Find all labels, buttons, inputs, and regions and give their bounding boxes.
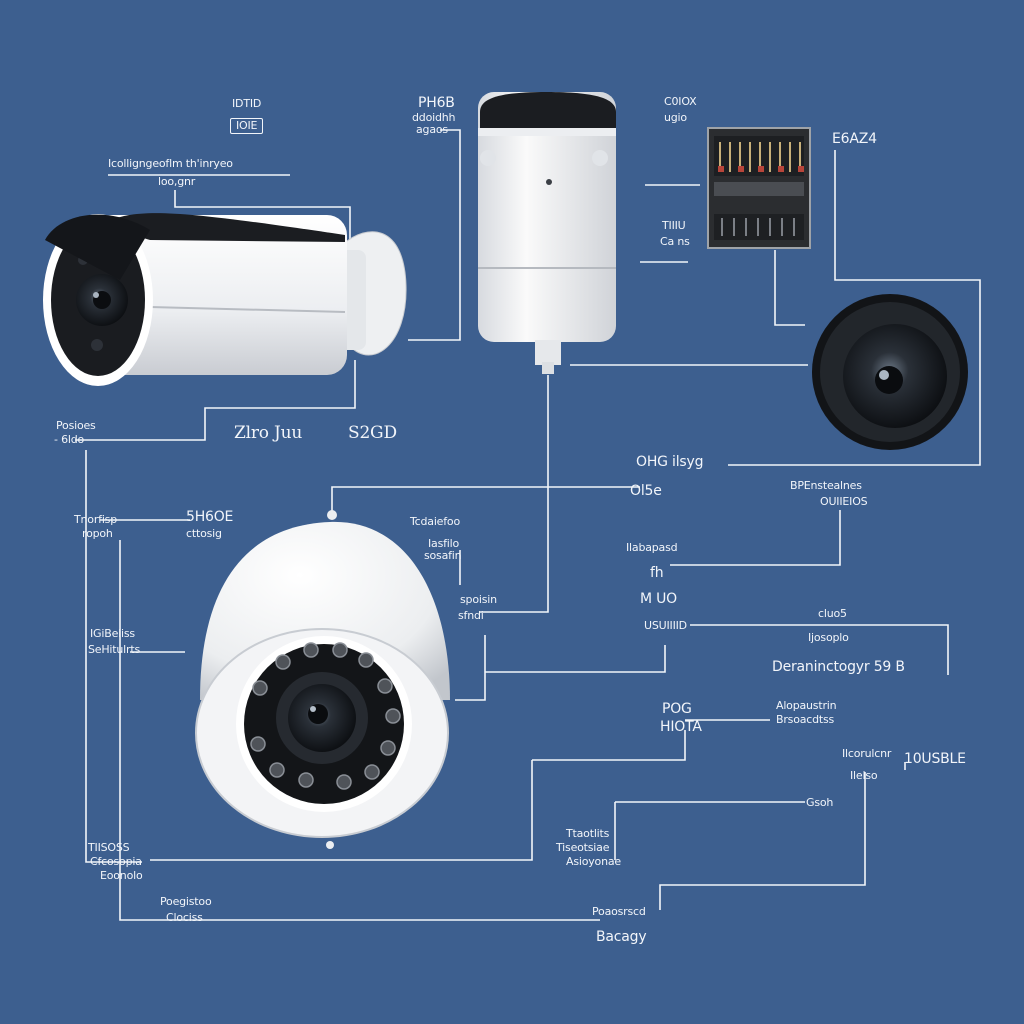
label-bottom-bottom-d: Bacagy xyxy=(596,929,647,945)
label-center-low-a: Tcdaiefoo xyxy=(410,515,460,528)
connector-lines xyxy=(75,129,981,921)
label-bottom-center-a: Ttaotlits xyxy=(566,827,610,840)
label-top-center-b: ddoidhh xyxy=(412,111,456,124)
label-right-dome-b: Ijosoplo xyxy=(808,631,849,644)
label-center-low-b: Iasfilo xyxy=(428,537,460,550)
label-top-center-c: agaos xyxy=(416,123,448,136)
label-left-low-a: Tnorfisp xyxy=(74,513,117,526)
label-right-bottom-h: Gsoh xyxy=(806,796,834,809)
label-left-mid-b: - 6ldo xyxy=(54,433,85,446)
label-left-dome-b: SeHitulrts xyxy=(88,643,140,656)
label-bottom-bottom-a: Poegistoo xyxy=(160,895,212,908)
label-right-bottom-c: Alopaustrin xyxy=(776,699,837,712)
label-top-left-b: IOIE xyxy=(230,118,264,134)
label-top-right-a: C0IOX xyxy=(664,95,697,108)
label-top-right-b: ugio xyxy=(664,111,687,124)
label-left-mid-a: Posioes xyxy=(56,419,96,432)
label-center-low-c: sosafin xyxy=(424,549,462,562)
cube-camera-icon xyxy=(478,92,616,374)
label-left-dome-a: IGiBeliss xyxy=(90,627,135,640)
control-board-icon xyxy=(707,127,811,249)
label-top-left-a: IDTID xyxy=(232,97,262,110)
label-right-bottom-e: Ilcorulcnr xyxy=(842,747,892,760)
label-right-low-c: M UO xyxy=(640,591,677,607)
label-right-mid-b: Ol5e xyxy=(630,483,662,499)
label-right-dome-a: cluo5 xyxy=(818,607,847,620)
label-bottom-bottom-b: Clociss xyxy=(166,911,203,924)
label-bottom-center-c: Asioyonae xyxy=(566,855,621,868)
label-right-bottom-g: 10USBLE xyxy=(904,751,966,767)
label-bottom-left-c: Eoonolo xyxy=(100,869,143,882)
label-left-low-d: cttosig xyxy=(186,527,222,540)
label-center-dome-b: sfndi xyxy=(458,609,484,622)
label-right-low-a: Ilabapasd xyxy=(626,541,678,554)
label-right-mid-a: OHG ilsyg xyxy=(636,454,704,470)
bullet-camera-icon xyxy=(43,213,407,386)
label-left-mid-big-b: S2GD xyxy=(348,423,397,443)
label-left-low-b: ropoh xyxy=(82,527,113,540)
label-right-bottom-f: Ilelso xyxy=(850,769,878,782)
label-bottom-bottom-c: Poaosrscd xyxy=(592,905,646,918)
label-bottom-center-b: Tiseotsiae xyxy=(556,841,610,854)
label-top-center-a: PH6B xyxy=(418,95,455,111)
label-bottom-left-a: TIISOSS xyxy=(88,841,130,854)
label-right-dome-c: Deraninctogyr 59 B xyxy=(772,659,905,675)
label-left-low-c: 5H6OE xyxy=(186,509,234,525)
label-center-dome-a: spoisin xyxy=(460,593,497,606)
label-top-left-d: loo,gnr xyxy=(158,175,196,188)
label-right-bottom-d: Brsoacdtss xyxy=(776,713,835,726)
label-right-bottom-b: HIOTA xyxy=(660,719,702,735)
label-mid-right-b: Ca ns xyxy=(660,235,690,248)
label-top-right-c: E6AZ4 xyxy=(832,131,877,147)
label-top-left-c: Icolligngeoflm th'inryeo xyxy=(108,157,233,170)
dome-camera-icon xyxy=(195,510,450,849)
round-lens-camera-icon xyxy=(812,294,968,450)
label-mid-right-a: TIIIU xyxy=(662,219,686,232)
label-right-low-b: fh xyxy=(650,565,664,581)
label-right-mid-c: BPEnstealnes xyxy=(790,479,862,492)
label-right-low-d: USUIIIID xyxy=(644,619,687,632)
label-left-mid-big-a: Zlro Juu xyxy=(234,423,303,443)
label-right-mid-d: OUIIEIOS xyxy=(820,495,868,508)
label-right-bottom-a: POG xyxy=(662,701,692,717)
label-bottom-left-b: Cfcosopia xyxy=(90,855,142,868)
